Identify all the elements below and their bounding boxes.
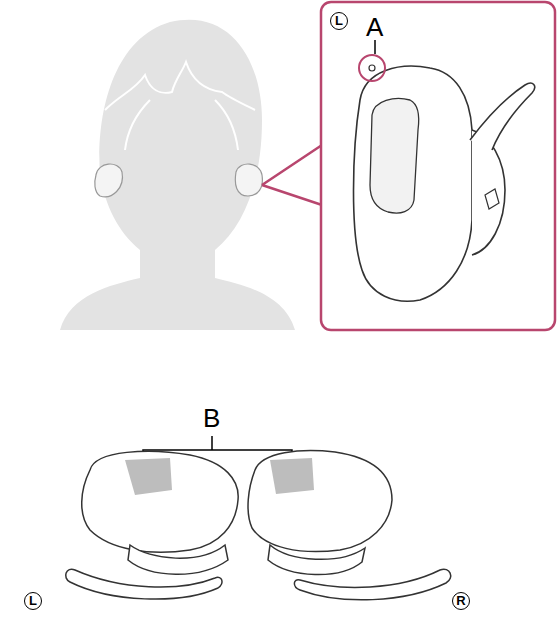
side-mark: L [24, 592, 42, 610]
callout-letter: B [203, 405, 220, 431]
callout-letter: A [366, 14, 383, 40]
side-mark: R [452, 592, 470, 610]
side-mark: L [330, 12, 348, 30]
